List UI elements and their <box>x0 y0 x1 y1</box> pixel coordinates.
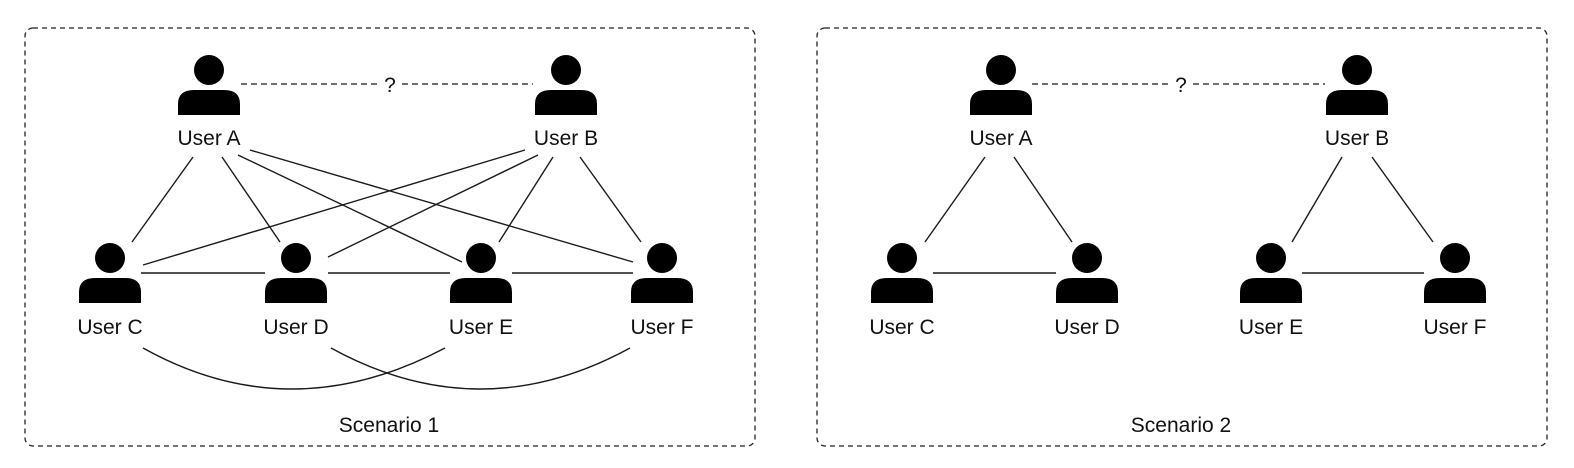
unknown-marker: ? <box>1175 74 1187 97</box>
edge-b-e <box>498 156 554 243</box>
user-label: User A <box>177 127 240 150</box>
user-icon <box>1326 55 1388 115</box>
scenario-2-edges: ? <box>924 74 1434 274</box>
user-label: User C <box>77 316 142 339</box>
user-a-node: User A <box>177 55 241 150</box>
user-icon <box>970 55 1032 115</box>
user-label: User C <box>869 316 934 339</box>
user-e-node: User E <box>449 243 513 339</box>
user-label: User F <box>1424 316 1487 339</box>
user-e-node: User E <box>1239 243 1303 339</box>
scenario-1-edges: ? <box>131 74 642 390</box>
user-label: User E <box>1239 316 1303 339</box>
scenario-caption: Scenario 2 <box>1131 414 1231 437</box>
user-icon <box>450 243 512 303</box>
user-label: User E <box>449 316 513 339</box>
user-label: User A <box>969 127 1032 150</box>
edge-a-c <box>131 156 194 243</box>
user-d-node: User D <box>263 243 329 339</box>
unknown-marker: ? <box>384 74 396 97</box>
user-b-node: User B <box>1325 55 1389 150</box>
curve-d-f <box>330 347 631 390</box>
scenario-1-users: User A User B User C <box>77 55 694 339</box>
user-d-node: User D <box>1054 243 1120 339</box>
user-icon <box>631 243 693 303</box>
edge-a-e <box>237 154 463 263</box>
edge-b-f <box>579 156 642 243</box>
user-icon <box>1056 243 1118 303</box>
user-icon <box>1240 243 1302 303</box>
user-label: User D <box>1054 316 1119 339</box>
edge-b-f <box>1371 156 1434 243</box>
scenario-2-frame <box>816 27 1548 447</box>
user-a-node: User A <box>969 55 1033 150</box>
user-f-node: User F <box>1424 243 1487 339</box>
scenario-2-panel: ? User A User B <box>816 27 1548 447</box>
edge-a-d <box>221 156 281 243</box>
edge-a-d <box>1013 156 1073 243</box>
edge-a-f <box>249 149 634 263</box>
edge-b-e <box>1291 156 1343 243</box>
user-icon <box>535 55 597 115</box>
curve-c-e <box>142 347 446 390</box>
scenario-caption: Scenario 1 <box>339 414 439 437</box>
user-icon <box>265 243 327 303</box>
scenario-1-panel: ? User A <box>24 27 756 447</box>
user-c-node: User C <box>77 243 143 339</box>
scenario-1-frame <box>24 27 756 447</box>
user-icon <box>178 55 240 115</box>
scenario-2-users: User A User B User C <box>869 55 1487 339</box>
user-label: User B <box>1325 127 1389 150</box>
user-b-node: User B <box>534 55 598 150</box>
user-icon <box>1424 243 1486 303</box>
user-label: User D <box>263 316 328 339</box>
user-icon <box>79 243 141 303</box>
edge-b-d <box>327 154 539 258</box>
edge-a-c <box>924 156 986 243</box>
user-label: User F <box>631 316 694 339</box>
user-label: User B <box>534 127 598 150</box>
edge-b-c <box>142 149 526 266</box>
user-c-node: User C <box>869 243 935 339</box>
user-f-node: User F <box>631 243 694 339</box>
user-icon <box>871 243 933 303</box>
